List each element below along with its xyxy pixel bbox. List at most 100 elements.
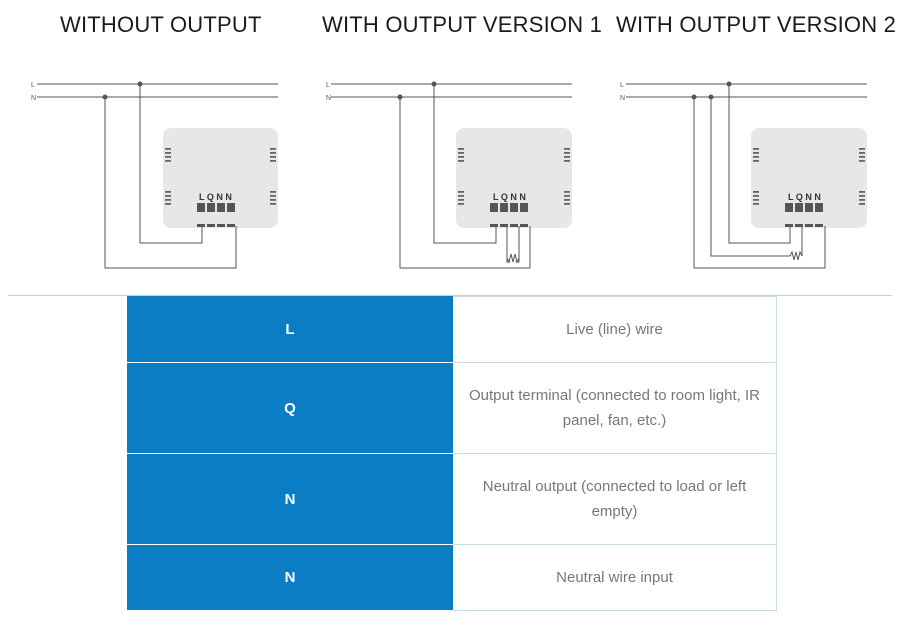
grille-slot	[270, 160, 276, 162]
live-to-terminal-wire	[139, 84, 203, 244]
grille-slot	[859, 203, 865, 205]
grille-slot	[270, 148, 276, 150]
terminal-screw	[785, 203, 793, 212]
switch-device	[751, 128, 867, 228]
section-divider	[8, 295, 892, 296]
grille-slot	[165, 148, 171, 150]
grille-slot	[859, 191, 865, 193]
terminal-contact	[805, 224, 813, 227]
grille-slot	[753, 199, 759, 201]
grille-slot	[564, 195, 570, 197]
output-wire	[506, 226, 510, 263]
terminal-description: Output terminal (connected to room light…	[452, 362, 777, 454]
terminal-table: L Live (line) wire Q Output terminal (co…	[127, 296, 777, 611]
terminal-screw	[197, 203, 205, 212]
grille-slot	[165, 152, 171, 154]
terminal-labels: L Q N N	[788, 192, 821, 202]
terminal-contact	[490, 224, 498, 227]
grille-slot	[458, 191, 464, 193]
grille-slot	[458, 148, 464, 150]
grille-slot	[270, 195, 276, 197]
wiring-diagrams: L N L Q N N L N L Q N N L N L Q N N	[31, 81, 867, 269]
terminal-contact	[227, 224, 235, 227]
grille-slot	[564, 152, 570, 154]
terminal-screw	[500, 203, 508, 212]
grille-slot	[165, 203, 171, 205]
terminal-contact	[500, 224, 508, 227]
table-row: N Neutral output (connected to load or l…	[127, 453, 777, 545]
terminal-contact	[785, 224, 793, 227]
diagram-without-output	[37, 81, 278, 269]
terminal-contact	[795, 224, 803, 227]
switch-device	[456, 128, 572, 228]
neutral-label: N	[31, 95, 36, 102]
live-to-terminal-wire	[433, 84, 497, 244]
terminal-description: Neutral output (connected to load or lef…	[452, 453, 777, 545]
grille-slot	[753, 160, 759, 162]
terminal-screw	[520, 203, 528, 212]
grille-slot	[859, 199, 865, 201]
grille-slot	[859, 152, 865, 154]
line-label: L	[620, 82, 624, 89]
neutral-label: N	[326, 95, 331, 102]
neutral-to-terminal-wire	[693, 97, 826, 269]
grille-slot	[753, 191, 759, 193]
terminal-screw	[795, 203, 803, 212]
terminal-name: Q	[127, 362, 453, 454]
neutral-label: N	[620, 95, 625, 102]
device-details	[165, 148, 865, 227]
terminal-labels: L Q N N	[493, 192, 526, 202]
grille-slot	[564, 156, 570, 158]
line-label: L	[326, 82, 330, 89]
grille-slot	[165, 195, 171, 197]
terminal-screw	[207, 203, 215, 212]
grille-slot	[564, 160, 570, 162]
grille-slot	[458, 199, 464, 201]
terminal-description: Neutral wire input	[452, 544, 777, 611]
grille-slot	[270, 203, 276, 205]
grille-slot	[753, 148, 759, 150]
table-row: L Live (line) wire	[127, 296, 777, 363]
grille-slot	[458, 203, 464, 205]
terminal-screw	[805, 203, 813, 212]
neutral-to-terminal-wire	[104, 97, 237, 269]
terminal-labels: L Q N N	[199, 192, 232, 202]
terminal-contact	[520, 224, 528, 227]
terminal-name: N	[127, 544, 453, 611]
terminal-description: Live (line) wire	[452, 296, 777, 363]
line-label: L	[31, 82, 35, 89]
terminal-screw	[815, 203, 823, 212]
grille-slot	[753, 156, 759, 158]
grille-slot	[859, 160, 865, 162]
grille-slot	[753, 195, 759, 197]
terminal-contact	[815, 224, 823, 227]
diagram-output-v2	[626, 81, 867, 269]
grille-slot	[859, 148, 865, 150]
switch-device	[163, 128, 278, 228]
grille-slot	[753, 203, 759, 205]
grille-slot	[458, 195, 464, 197]
terminal-contact	[217, 224, 225, 227]
terminal-screw	[217, 203, 225, 212]
grille-slot	[270, 199, 276, 201]
grille-slot	[859, 195, 865, 197]
grille-slot	[458, 152, 464, 154]
terminal-screw	[510, 203, 518, 212]
neutral-tap-wire	[710, 97, 790, 257]
grille-slot	[564, 148, 570, 150]
live-to-terminal-wire	[728, 84, 791, 244]
grille-slot	[458, 160, 464, 162]
neutral-output-wire	[516, 226, 520, 263]
terminal-screw	[490, 203, 498, 212]
diagram-title-output-v1: WITH OUTPUT VERSION 1	[322, 12, 603, 37]
grille-slot	[564, 191, 570, 193]
grille-slot	[859, 156, 865, 158]
grille-slot	[753, 152, 759, 154]
terminal-name: N	[127, 453, 453, 545]
load-resistor-icon	[506, 253, 520, 264]
neutral-to-terminal-wire	[399, 97, 531, 269]
diagram-output-v1	[331, 81, 572, 269]
table-row: Q Output terminal (connected to room lig…	[127, 362, 777, 454]
grille-slot	[165, 156, 171, 158]
diagram-title-output-v2: WITH OUTPUT VERSION 2	[616, 12, 897, 37]
